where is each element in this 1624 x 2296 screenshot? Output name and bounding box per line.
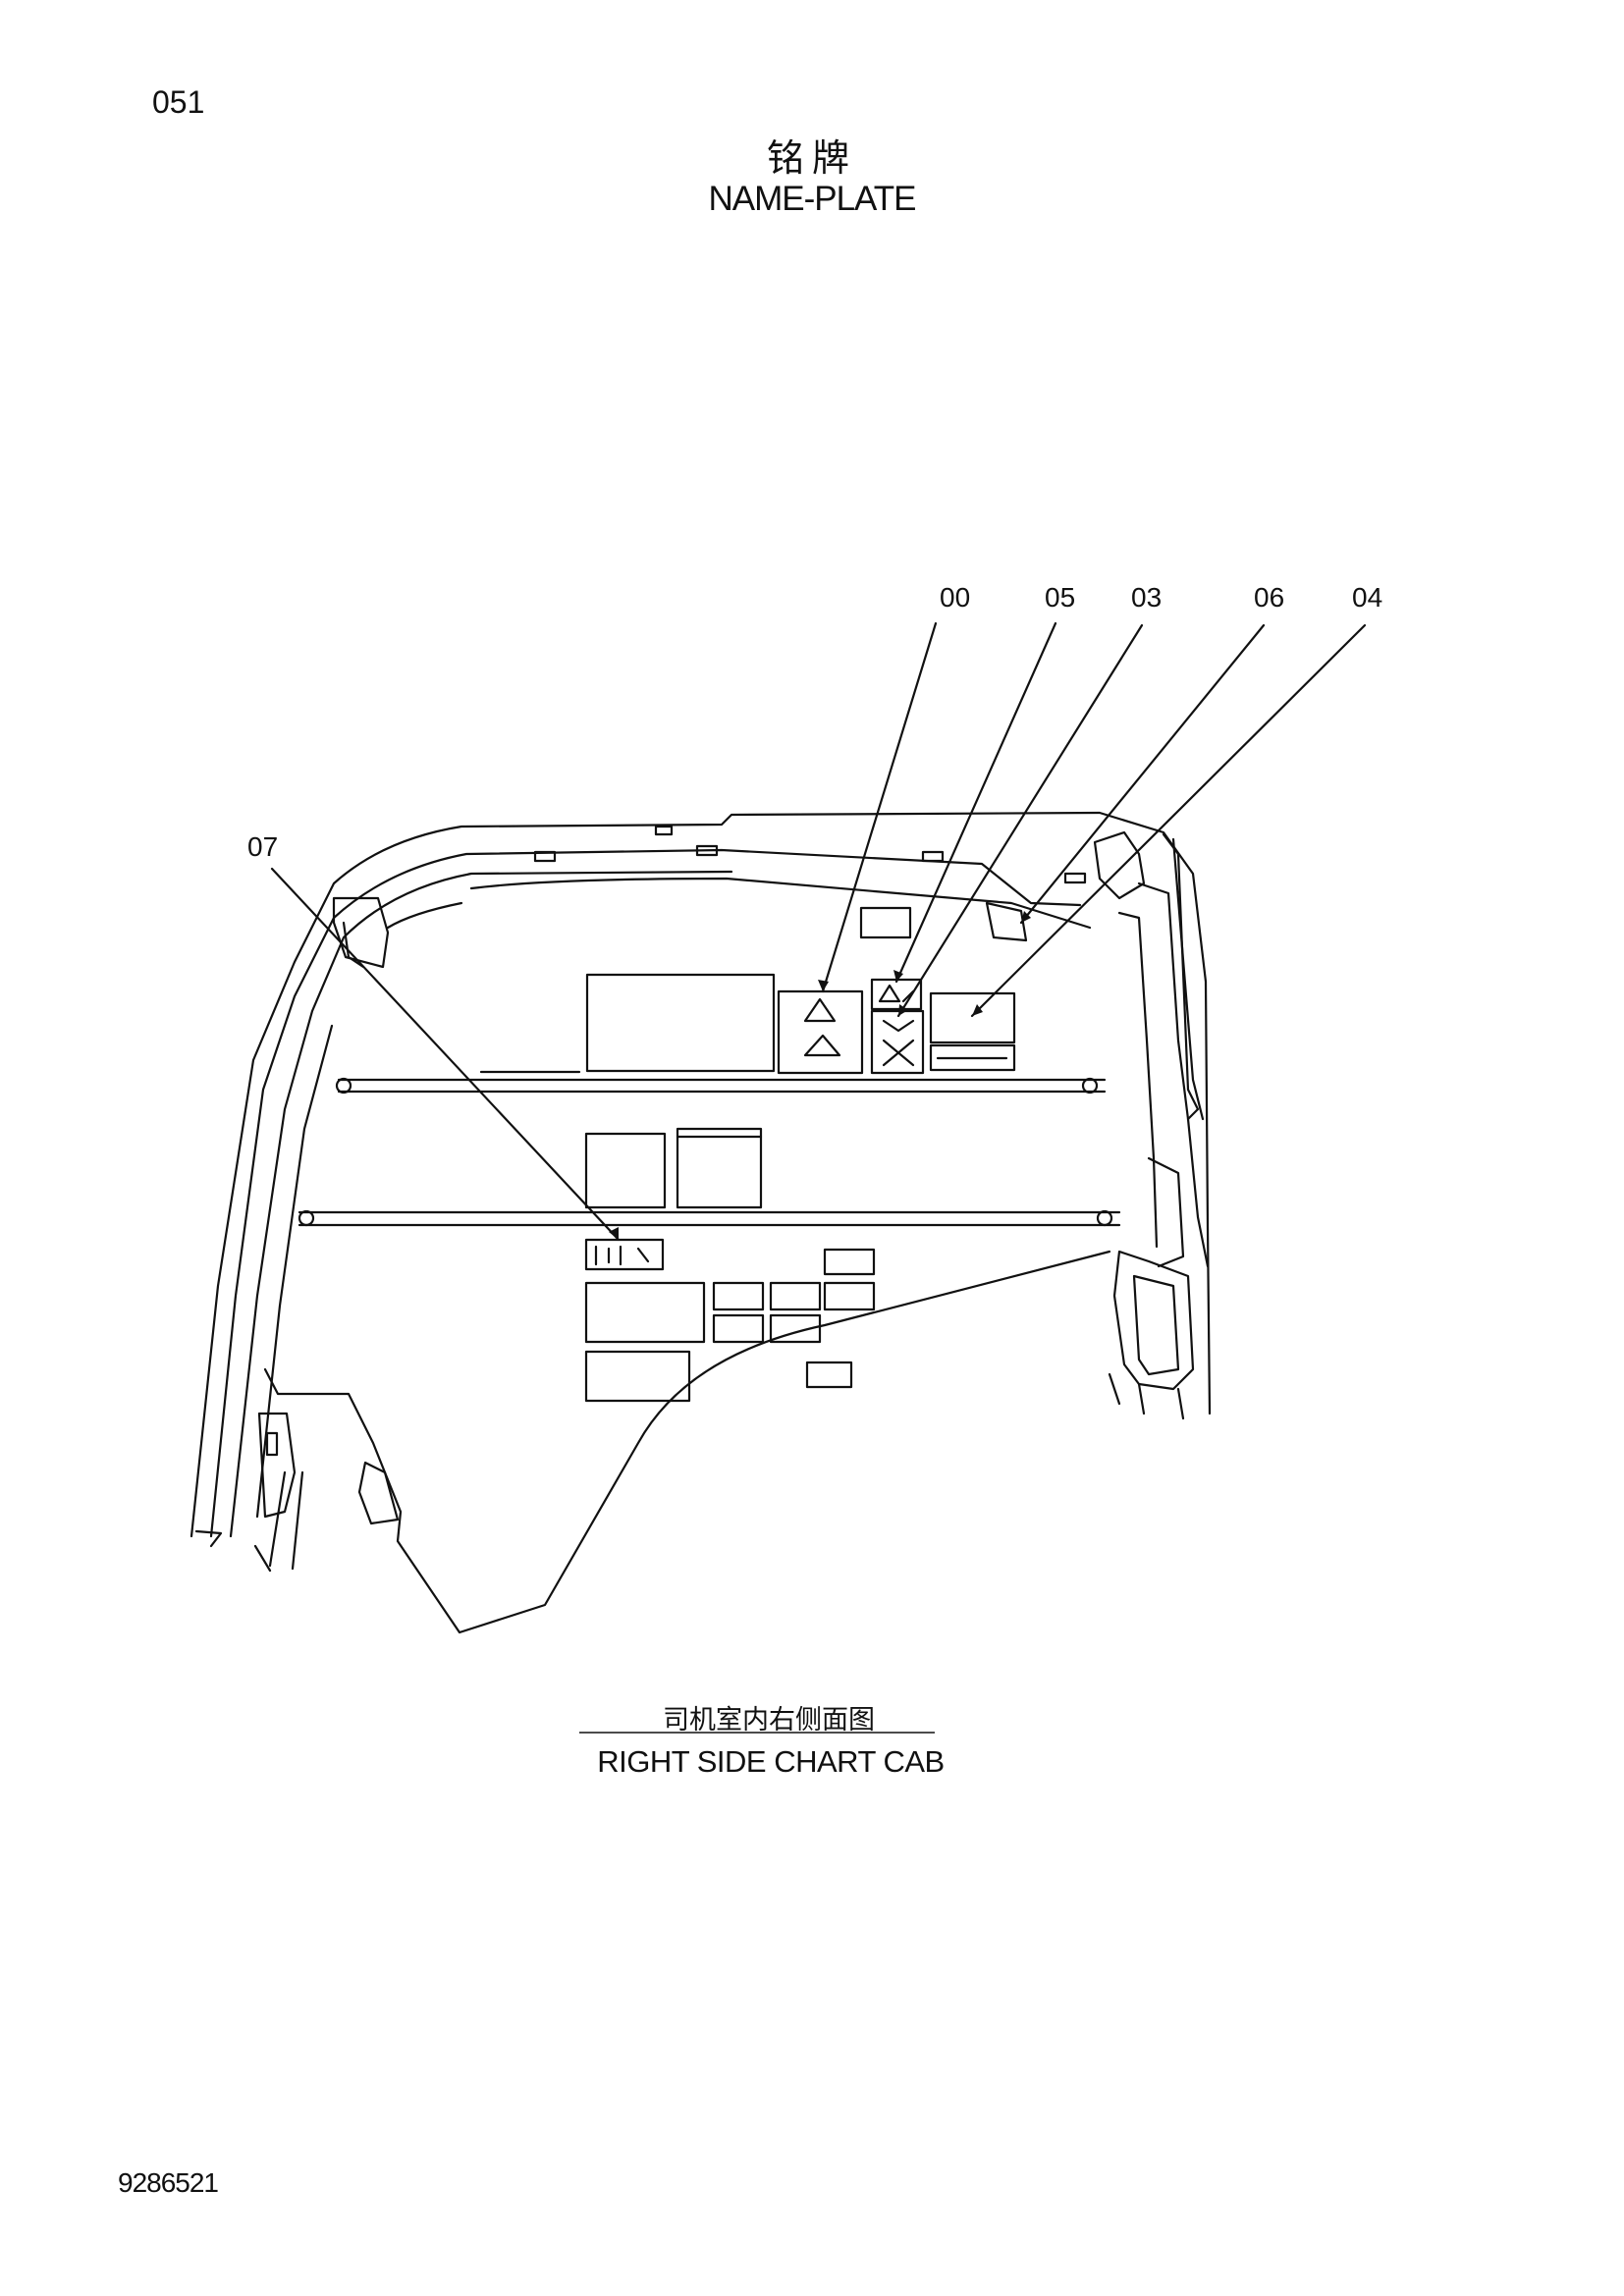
- rear-lower-block: [1112, 1250, 1195, 1391]
- label-block-small: [859, 906, 912, 939]
- upper-rail-bolt: [335, 1077, 352, 1095]
- left-top-bracket: [332, 896, 390, 969]
- right-pillar-block: [1147, 1156, 1185, 1268]
- leader-line-06: [1019, 623, 1266, 925]
- arrowhead: [972, 1004, 983, 1016]
- callout-06: 06: [1254, 582, 1284, 613]
- arrowhead: [1021, 911, 1031, 923]
- label-lower-small: [823, 1248, 876, 1276]
- right-top-bracket: [985, 901, 1028, 942]
- nameplate-05: [870, 978, 923, 1011]
- leader-line-05: [894, 621, 1057, 984]
- roof-rivet: [921, 850, 945, 863]
- label-block: [585, 973, 776, 1073]
- callout-04: 04: [1352, 582, 1382, 613]
- roof-rivet: [1063, 872, 1087, 884]
- leader-line-00: [821, 621, 938, 993]
- title-chinese: 铭牌: [766, 136, 857, 180]
- cab-frame-pillar-inner: [255, 1024, 334, 1519]
- callout-05: 05: [1045, 582, 1075, 613]
- console-latch: [357, 1461, 400, 1525]
- label-lower-g: [584, 1350, 691, 1403]
- cab-frame-outer: [189, 811, 1212, 1538]
- label-lower-c: [712, 1313, 765, 1344]
- nameplate-00: [777, 989, 864, 1075]
- roof-rivet: [695, 844, 719, 857]
- arrowhead: [898, 1004, 908, 1016]
- lower-rail-bolt: [1096, 1209, 1113, 1227]
- caption-english: RIGHT SIDE CHART CAB: [597, 1744, 945, 1779]
- label-mid-left: [584, 1132, 667, 1209]
- nameplate-04: [929, 1043, 1016, 1072]
- upper-rail-bolt: [1081, 1077, 1099, 1095]
- callout-03: 03: [1131, 582, 1162, 613]
- roof-inner-line-2: [386, 901, 463, 930]
- nameplate-03-icon: [882, 1019, 915, 1067]
- label-lower-e: [769, 1313, 822, 1344]
- cab-frame-inner: [209, 848, 1082, 1538]
- label-lower-b: [712, 1281, 765, 1311]
- left-corner-brace: [342, 921, 365, 969]
- roof-clip: [654, 825, 674, 836]
- leader-line-07: [270, 867, 621, 1242]
- right-pillar-edge: [1171, 837, 1205, 1121]
- right-pillar-outer: [1137, 881, 1210, 1268]
- right-corner-piece: [1093, 830, 1146, 900]
- arrowhead: [609, 1227, 619, 1240]
- rear-lower-line: [1108, 1372, 1185, 1420]
- nameplate-03: [870, 1009, 925, 1075]
- document-number: 9286521: [118, 2167, 219, 2198]
- label-lower-f: [823, 1281, 876, 1311]
- lower-rail: [298, 1210, 1121, 1227]
- right-pillar-inner: [1117, 911, 1159, 1249]
- arrowhead: [818, 980, 829, 991]
- label-lower-a: [584, 1281, 706, 1344]
- upper-rail: [337, 1078, 1107, 1094]
- arrowhead: [893, 970, 903, 982]
- nameplate-00-icon: [803, 997, 841, 1057]
- callout-07: 07: [247, 831, 278, 862]
- nameplate-07-icon: [594, 1245, 650, 1266]
- leader-line-04: [970, 623, 1367, 1018]
- console-foot: [253, 1470, 304, 1573]
- label-mid-right: [676, 1127, 763, 1209]
- page-number: 051: [152, 84, 205, 120]
- rear-lower-block-inner: [1132, 1274, 1180, 1376]
- lower-rail-bolt: [298, 1209, 315, 1227]
- console-bottom-left: [194, 1529, 223, 1548]
- roof-rivet: [533, 850, 557, 863]
- console-foot-slot: [265, 1431, 279, 1457]
- roof-inner-line: [469, 877, 1092, 930]
- nameplate-07: [584, 1238, 665, 1271]
- leader-line-03: [896, 623, 1144, 1018]
- caption-chinese: 司机室内右侧面图: [663, 1705, 875, 1735]
- cab-frame-pillar: [229, 870, 733, 1538]
- console-foot-block: [257, 1412, 297, 1519]
- title-english: NAME-PLATE: [708, 180, 916, 218]
- label-lower-d: [769, 1281, 822, 1311]
- label-lower-h: [805, 1361, 853, 1389]
- console-outline: [263, 1250, 1111, 1634]
- nameplate-06: [929, 991, 1016, 1044]
- callout-00: 00: [940, 582, 970, 613]
